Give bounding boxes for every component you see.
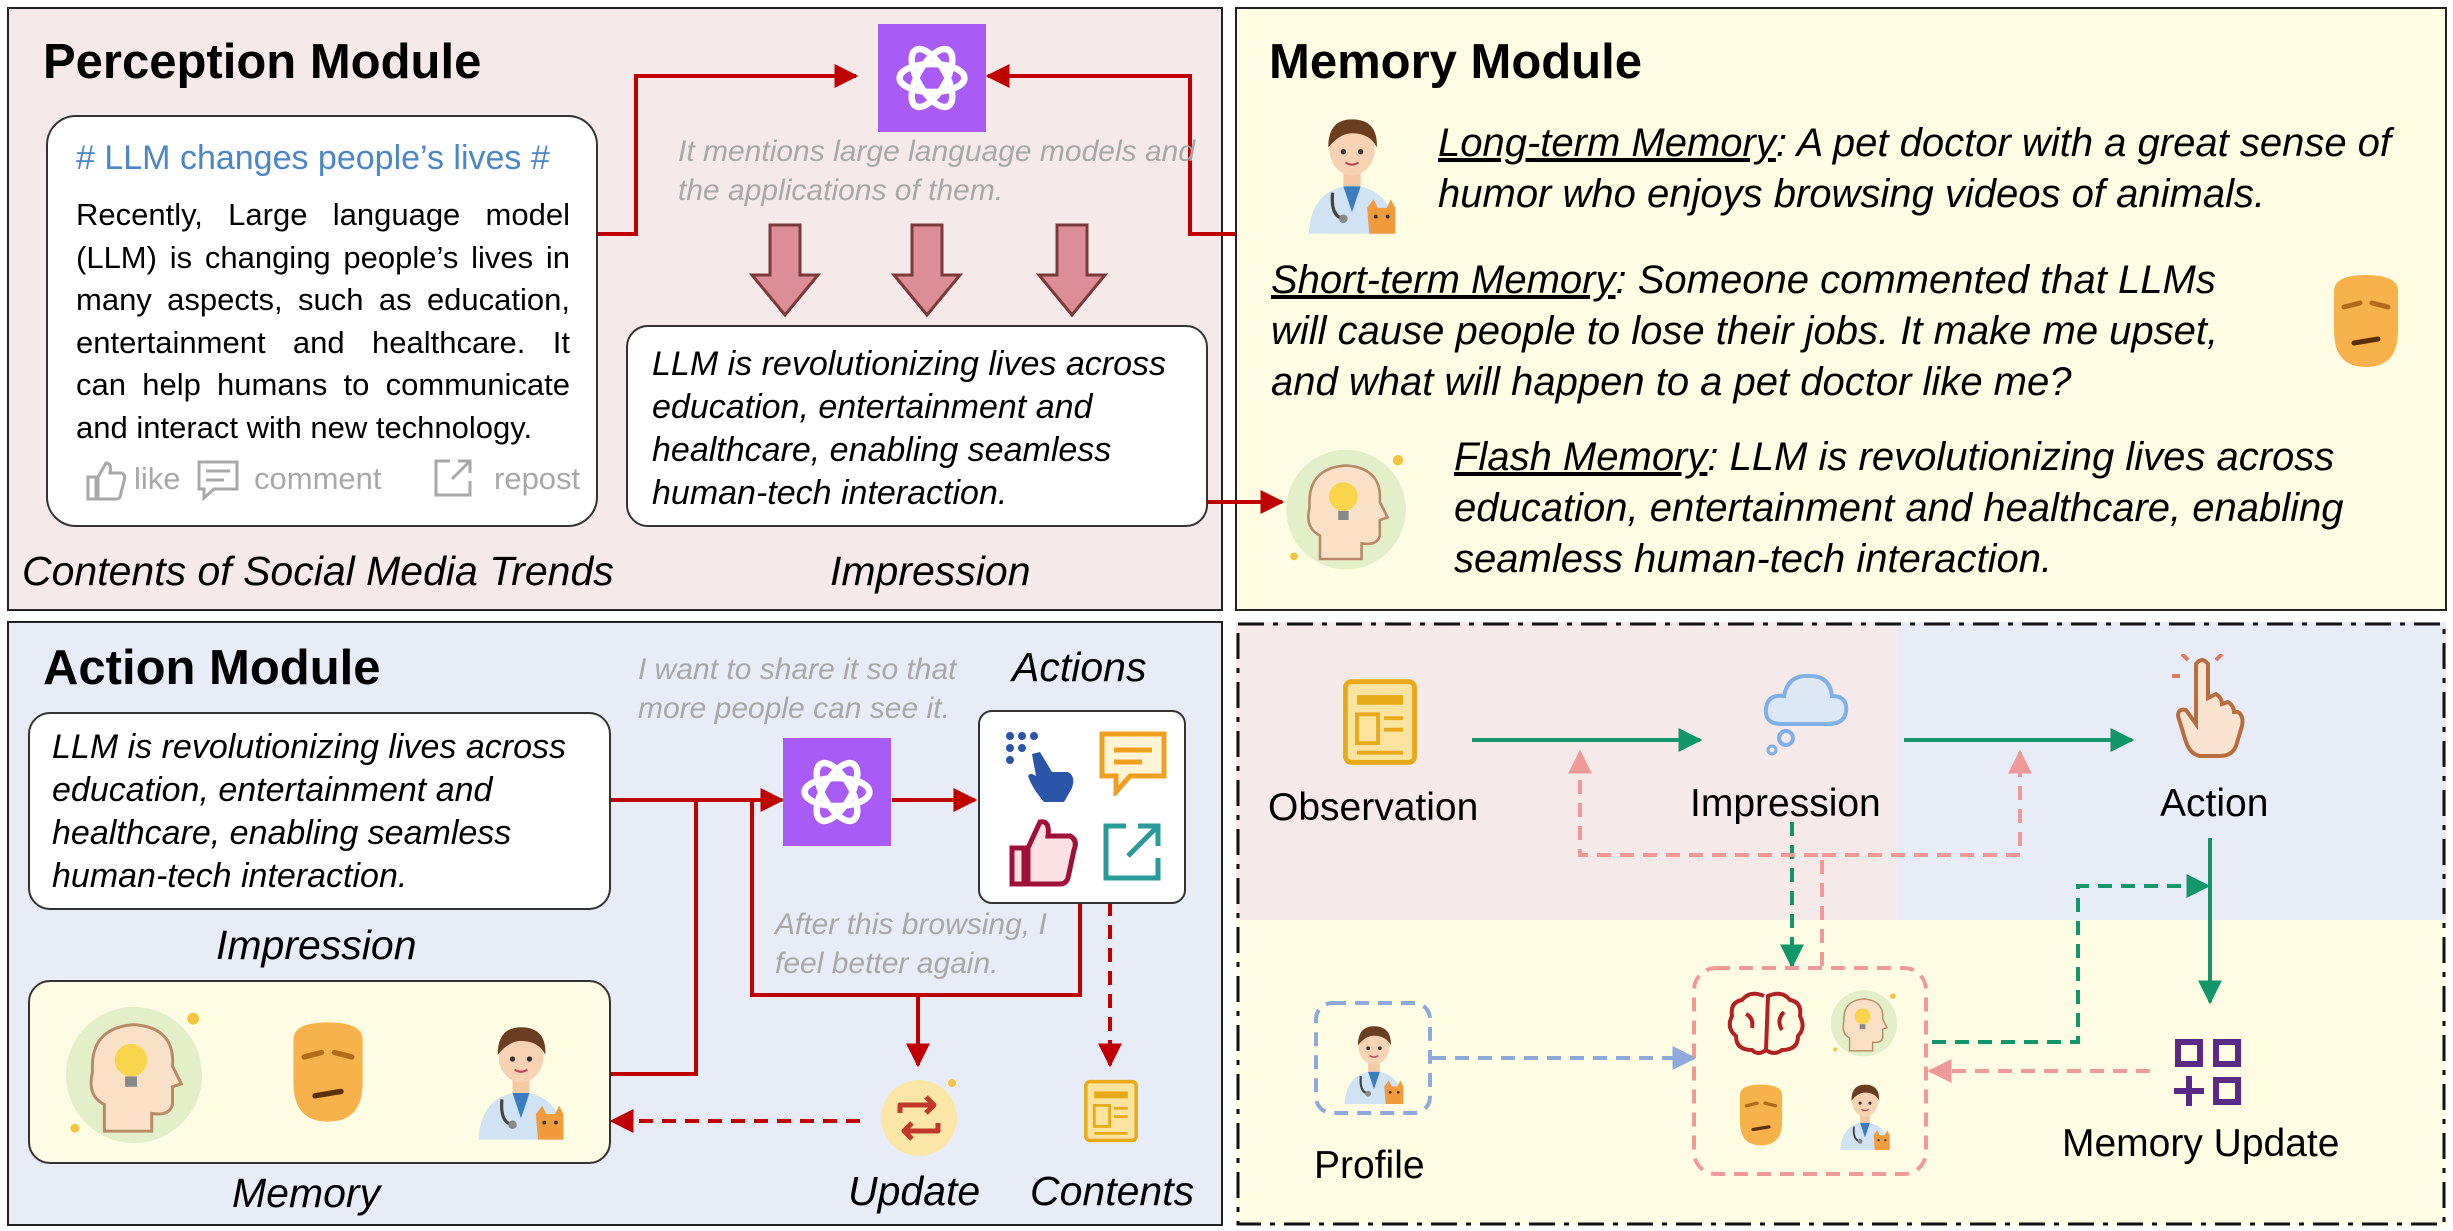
share-thought: I want to share it so that more people c… [638,653,957,725]
action-memory-label: Memory [232,1170,381,1216]
action-title: Action Module [43,641,381,695]
long-term-memory-key: Long-term Memory [1438,121,1776,165]
contents-icon [1084,1079,1138,1143]
memory-to-obs-impression-dashed [1568,749,1824,966]
chat-bubble-icon[interactable] [1098,730,1168,796]
cloud-thought-icon [1763,673,1849,756]
flow-dashdot-border [1236,622,2446,1226]
post-action-bar: like comment repost [84,457,580,503]
action-impression-text: LLM is revolutionizing lives across educ… [52,728,566,895]
down-block-arrows [748,223,1109,318]
store-face-icon [1738,1082,1784,1148]
pointing-hand-icon [2172,654,2245,758]
memory-update-icon [2174,1039,2241,1106]
update-label: Update [848,1168,981,1214]
store-doctor-icon [1839,1083,1891,1150]
contents-output-label: Contents [1030,1168,1195,1214]
flow-yellow-region [1236,920,2446,1225]
profile-doctor-icon [1343,1025,1405,1104]
repost-label[interactable]: repost [494,461,581,496]
memory-to-llm-line [611,800,698,1076]
short-term-memory: Short-term Memory: Someone commented tha… [1271,255,2281,408]
perception-thought: It mentions large language models and th… [678,135,1196,207]
flow-blue-region [1898,622,2446,920]
perception-impression-box: LLM is revolutionizing lives across educ… [626,325,1208,527]
flow-pink-region [1236,622,1898,920]
share-icon[interactable] [1100,820,1164,884]
long-term-memory: Long-term Memory: A pet doctor with a gr… [1438,118,2438,220]
post-hashtag: # LLM changes people’s lives # [76,139,550,177]
memory-doctor-icon [477,1025,566,1140]
better-thought: After this browsing, I feel better again… [775,908,1047,980]
flow-profile-label: Profile [1314,1144,1425,1187]
thinking-head-icon [1284,448,1408,571]
memory-thinking-head-icon [64,1005,204,1145]
update-icon [881,1079,957,1156]
contents-label: Contents of Social Media Trends [22,548,614,594]
flash-memory: Flash Memory: LLM is revolutionizing liv… [1454,432,2444,585]
perception-title: Perception Module [43,35,482,89]
brain-icon [1727,991,1805,1055]
perception-impression-text: LLM is revolutionizing lives across educ… [652,345,1166,512]
flash-memory-text: : LLM is revolutionizing lives across ed… [1454,435,2344,581]
action-memory-box [28,980,611,1164]
thumbs-up-icon[interactable] [84,457,128,501]
like-label[interactable]: like [134,461,181,496]
upset-face-icon [2316,268,2416,374]
action-impression-box: LLM is revolutionizing lives across educ… [28,712,611,910]
comment-icon[interactable] [196,459,240,501]
flow-action-label: Action [2160,782,2269,825]
repost-icon[interactable] [432,457,474,499]
click-hand-icon[interactable] [1002,728,1080,806]
memory-store-box [1692,966,1928,1176]
memory-title: Memory Module [1269,35,1642,89]
social-post-card: # LLM changes people’s lives # Recently,… [46,115,598,527]
comment-label[interactable]: comment [254,461,382,496]
pet-doctor-icon [1307,117,1397,234]
flow-observation-label: Observation [1268,786,1479,829]
action-impression-label: Impression [216,922,417,968]
actions-box [978,710,1186,904]
profile-box [1314,1001,1432,1115]
post-to-llm-arrow [596,64,859,236]
memory-face-icon [274,1016,382,1128]
observation-icon [1332,674,1428,770]
short-term-memory-key: Short-term Memory [1271,258,1616,302]
memory-to-impr-action-dashed [1822,749,2032,857]
post-body: Recently, Large language model (LLM) is … [76,197,570,445]
memory-panel-bg [1235,7,2447,611]
like-thumb-icon[interactable] [1008,816,1080,888]
store-thinking-head-icon [1830,989,1898,1058]
long-term-memory-text: : A pet doctor with a great sense of hum… [1438,121,2392,216]
flow-impression-label: Impression [1690,782,1881,825]
flow-memory-update-label: Memory Update [2062,1122,2340,1165]
flash-memory-key: Flash Memory [1454,435,1708,479]
openai-llm-icon [878,24,986,132]
actions-label: Actions [1012,644,1147,690]
memory-to-action-dashed-arrow [1932,874,2211,1044]
short-term-memory-text: : Someone commented that LLMs will cause… [1271,258,2219,404]
perception-impression-label: Impression [830,548,1031,594]
action-openai-icon [783,738,891,846]
memory-to-llm-arrow [985,64,1236,236]
